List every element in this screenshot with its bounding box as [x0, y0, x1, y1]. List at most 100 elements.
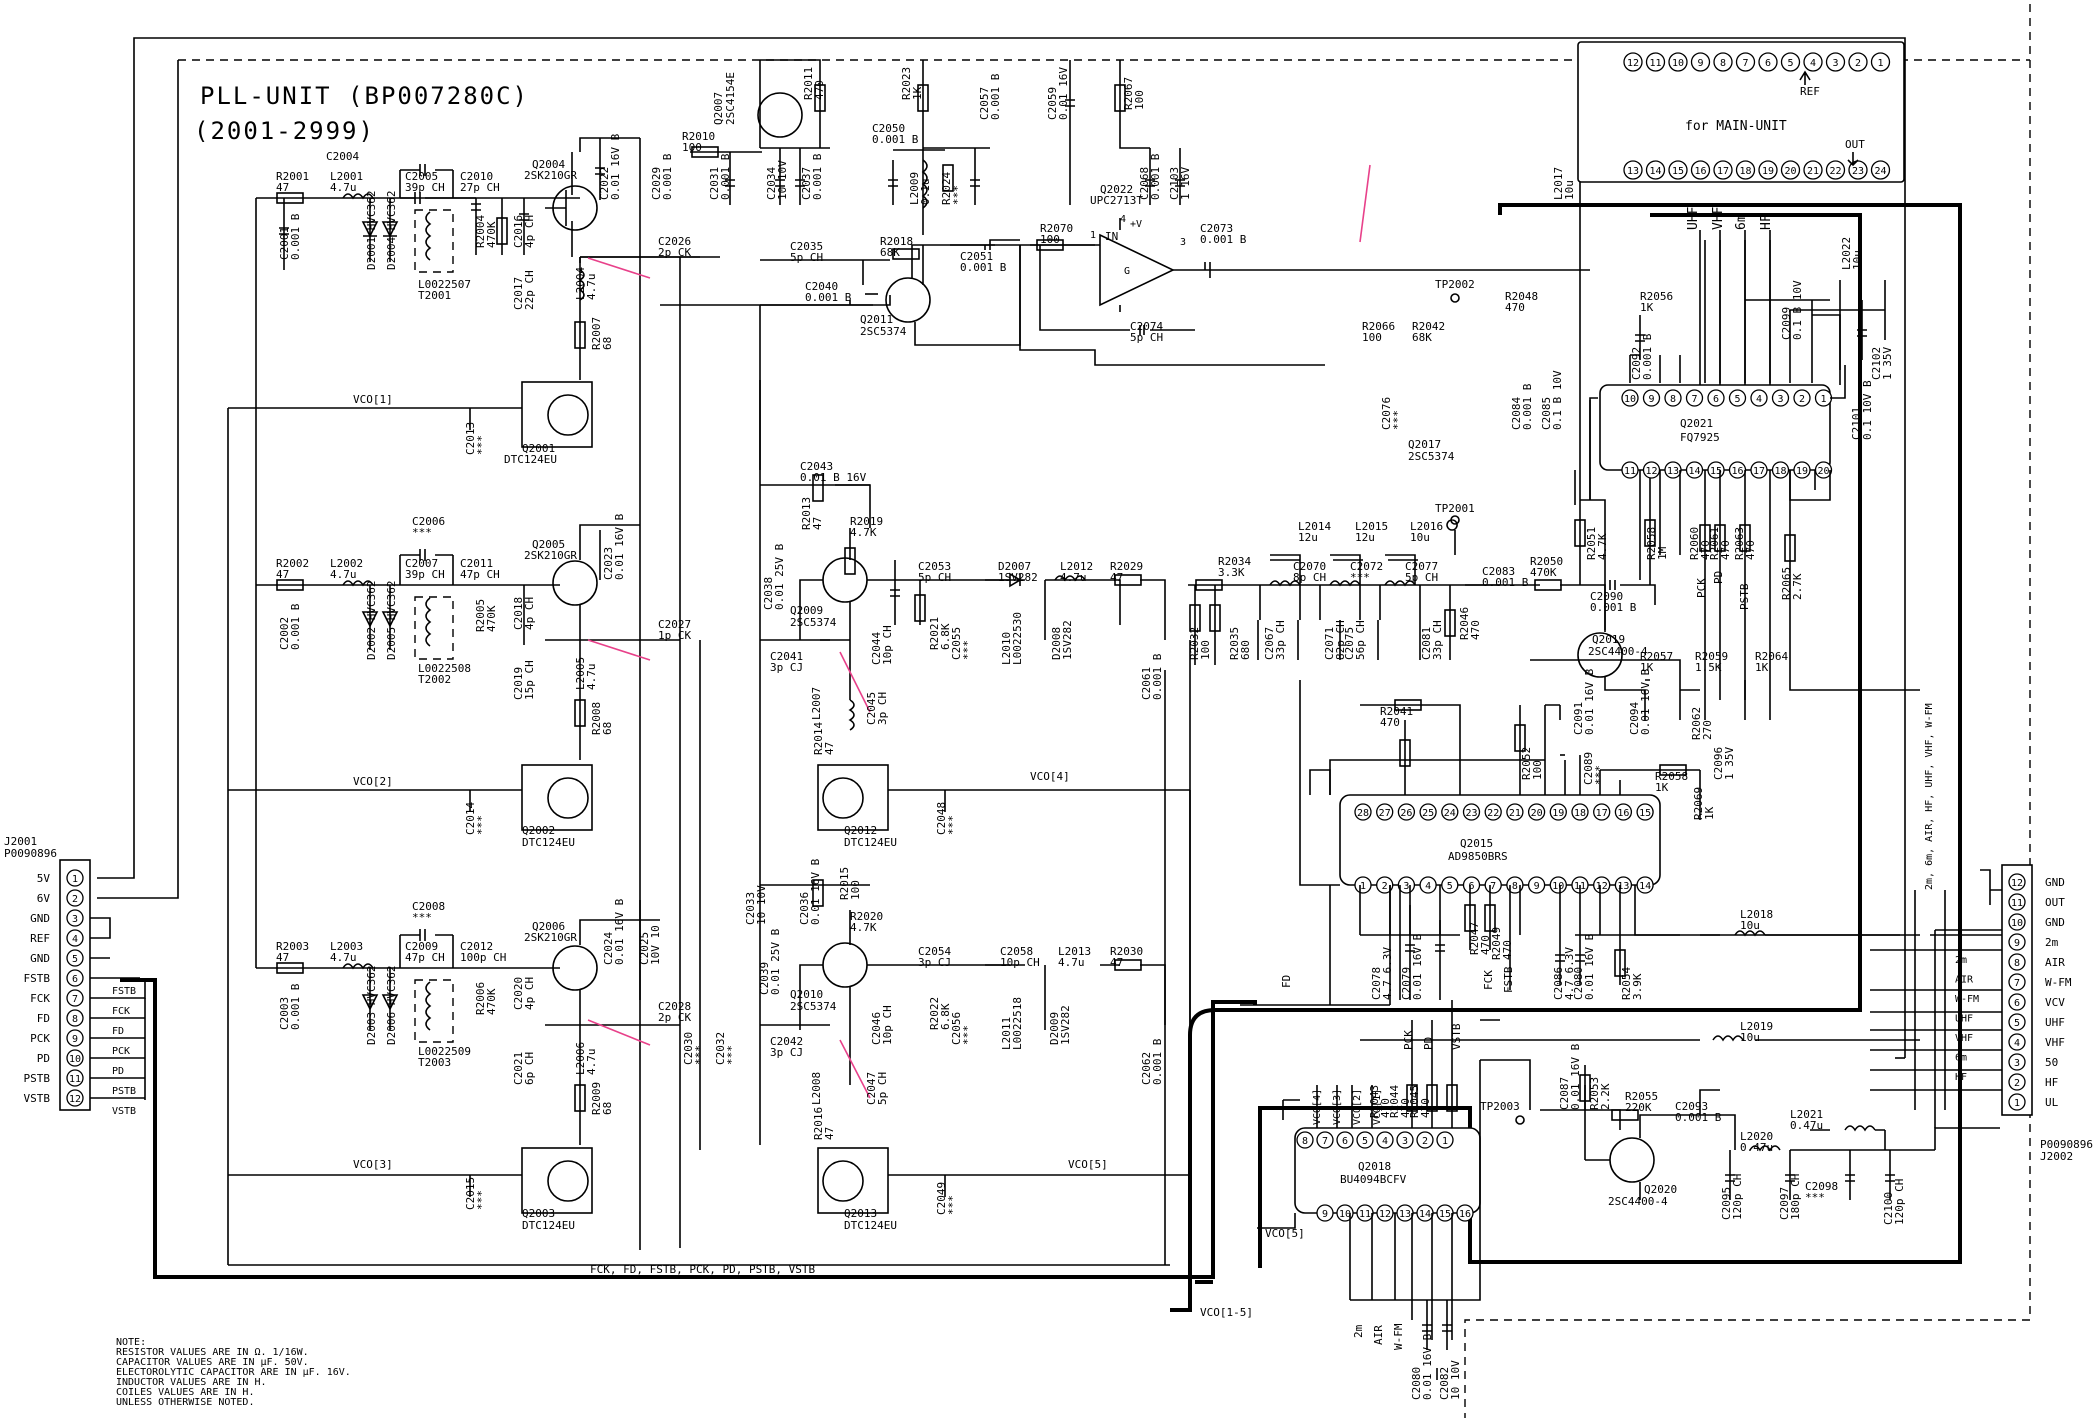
comp-ref-r2061: R2061 [1708, 527, 1721, 560]
comp-val-r2003: 47 [276, 951, 289, 964]
comp-val-l2020: 0.47u [1740, 1141, 1773, 1154]
comp-ref-r2013: R2013 [800, 497, 813, 530]
mub-pin-18 [1735, 160, 1756, 180]
comp-ref-c2011: C2011 [460, 557, 493, 570]
comp-val-r2005: 470K [485, 605, 498, 632]
q2015-pin-24 [1441, 803, 1459, 821]
q2001-ref: Q2001 [522, 442, 555, 455]
comp-val-c2079: 0.01 16V B [1411, 933, 1424, 1000]
j2001-pin-name: PCK [30, 1032, 50, 1045]
comp-val-c2075: 56p CH [1354, 620, 1367, 660]
comp-ref-r2052: R2052 [1520, 747, 1533, 780]
q2018-pin-num: 13 [1399, 1209, 1411, 1220]
j2002-pin [2008, 953, 2026, 971]
comp-ref-c2031: C2031 [708, 167, 721, 200]
q2015-pin-num: 2 [1382, 881, 1388, 892]
comp-ref-c2084: C2084 [1510, 397, 1523, 430]
comp-ref-l2021: L2021 [1790, 1108, 1823, 1121]
q2021-pin-num: 9 [1648, 394, 1654, 405]
comp-ref-r2021: R2021 [928, 617, 941, 650]
q2015-pin-num: 23 [1465, 808, 1477, 819]
comp-val-l2022: 10u [1851, 250, 1864, 270]
comp-val-c2095: 120p CH [1731, 1174, 1744, 1220]
j2002-pin-num: 4 [2014, 1038, 2020, 1049]
comp-ref-c2035: C2035 [790, 240, 823, 253]
comp-ref-t2002: L0022508 [418, 662, 471, 675]
comp-val-c2068: 0.001 B [1149, 153, 1162, 200]
j2001-pin [66, 869, 84, 887]
comp-val-c2033: 10 10V [755, 885, 768, 925]
j2001-pin [66, 909, 84, 927]
comp-ref-c2043: C2043 [800, 460, 833, 473]
comp-ref-c2009: C2009 [405, 940, 438, 953]
q2021-hf: HF [1759, 214, 1774, 230]
note-line: NOTE: [116, 1337, 146, 1348]
q2002-ref: Q2002 [522, 824, 555, 837]
q2015-pin-num: 9 [1534, 881, 1540, 892]
mub-pin-24 [1870, 160, 1891, 180]
comp-val-r2024: *** [951, 185, 964, 205]
q2021-pin-num: 1 [1820, 394, 1826, 405]
j2002-pin-num: 8 [2014, 958, 2020, 969]
comp-val-r2051: 4.7K [1596, 533, 1609, 560]
comp-ref-r2020: R2020 [850, 910, 883, 923]
comp-val-c2092: 0.001 B [1641, 333, 1654, 380]
comp-ref-c2022: C2022 [598, 167, 611, 200]
comp-val-c2031: 0.001 B [719, 153, 732, 200]
vco2-label: VCO[2] [353, 775, 393, 788]
j2002-pin-num: 1 [2014, 1098, 2020, 1109]
j2002-wire-label: AIR [1955, 975, 1974, 986]
q2021-pin-3 [1771, 389, 1790, 407]
comp-val-l2006: 4.7u [585, 1049, 598, 1076]
comp-ref-c2045: C2045 [865, 692, 878, 725]
comp-val-l2014: 12u [1298, 531, 1318, 544]
comp-ref-r2056: R2056 [1640, 290, 1673, 303]
q2018-pin-num: 7 [1322, 1136, 1328, 1147]
comp-ref-c2015: C2015 [464, 1177, 477, 1210]
comp-ref-c2012: C2012 [460, 940, 493, 953]
comp-val-r2058b: 1K [1655, 781, 1669, 794]
comp-ref-d2009: D2009 [1048, 1012, 1061, 1045]
comp-val-r2062: 270 [1701, 720, 1714, 740]
q2021-ref: Q2021 [1680, 417, 1713, 430]
j2002-bus-label: 2m, 6m, AIR, HF, UHF, VHF, W-FM [1924, 703, 1935, 890]
lbl-c2004: C2004 [326, 150, 359, 163]
q2022-gnd: G [1124, 266, 1130, 277]
comp-ref-c2054: C2054 [918, 945, 951, 958]
q2015-pin-num: 10 [1552, 881, 1564, 892]
comp-val-r2030: 47 [1110, 956, 1123, 969]
comp-val-c2010: 27p CH [460, 181, 500, 194]
comp-ref-c2051: C2051 [960, 250, 993, 263]
comp-val-l2019: 10u [1740, 1031, 1760, 1044]
comp-ref-r2010: R2010 [682, 130, 715, 143]
comp-val-r2011: 470 [813, 80, 826, 100]
comp-val-c2080b: 0.01 16V B [1421, 1333, 1434, 1400]
q2022-vplus: +V [1130, 219, 1142, 230]
comp-val-c2056: *** [961, 1025, 974, 1045]
j2001-pin [66, 929, 84, 947]
comp-ref-r2001: R2001 [276, 170, 309, 183]
comp-ref-c2076: C2076 [1380, 397, 1393, 430]
j2002-wire-label: 2m [1955, 955, 1967, 966]
q2011-ref: Q2011 [860, 313, 893, 326]
mub-pin-num: 16 [1694, 166, 1706, 177]
comp-val-c2006: *** [412, 526, 432, 539]
comp-ref-c2013: C2013 [464, 422, 477, 455]
comp-val-c2050: 0.001 B [872, 133, 919, 146]
comp-val-r2023: 1K [911, 86, 924, 100]
q2018-part: BU4094BCFV [1340, 1173, 1407, 1186]
q2018-pin-num: 16 [1459, 1209, 1471, 1220]
comp-val-c2001: 0.001 B [289, 213, 302, 260]
comp-val-t2001: T2001 [418, 289, 451, 302]
comp-val-c2087: 0.01 16V B [1569, 1043, 1582, 1110]
j2002-pin-name: UHF [2045, 1016, 2065, 1029]
comp-ref-c2046: C2046 [870, 1012, 883, 1045]
q2015-pin-num: 27 [1379, 808, 1391, 819]
comp-val-r2006: 470K [485, 988, 498, 1015]
comp-ref-r2006: R2006 [474, 982, 487, 1015]
comp-ref-c2085: C2085 [1540, 397, 1553, 430]
pink-markers [587, 164, 1371, 1099]
j2001-pin [66, 1069, 84, 1087]
